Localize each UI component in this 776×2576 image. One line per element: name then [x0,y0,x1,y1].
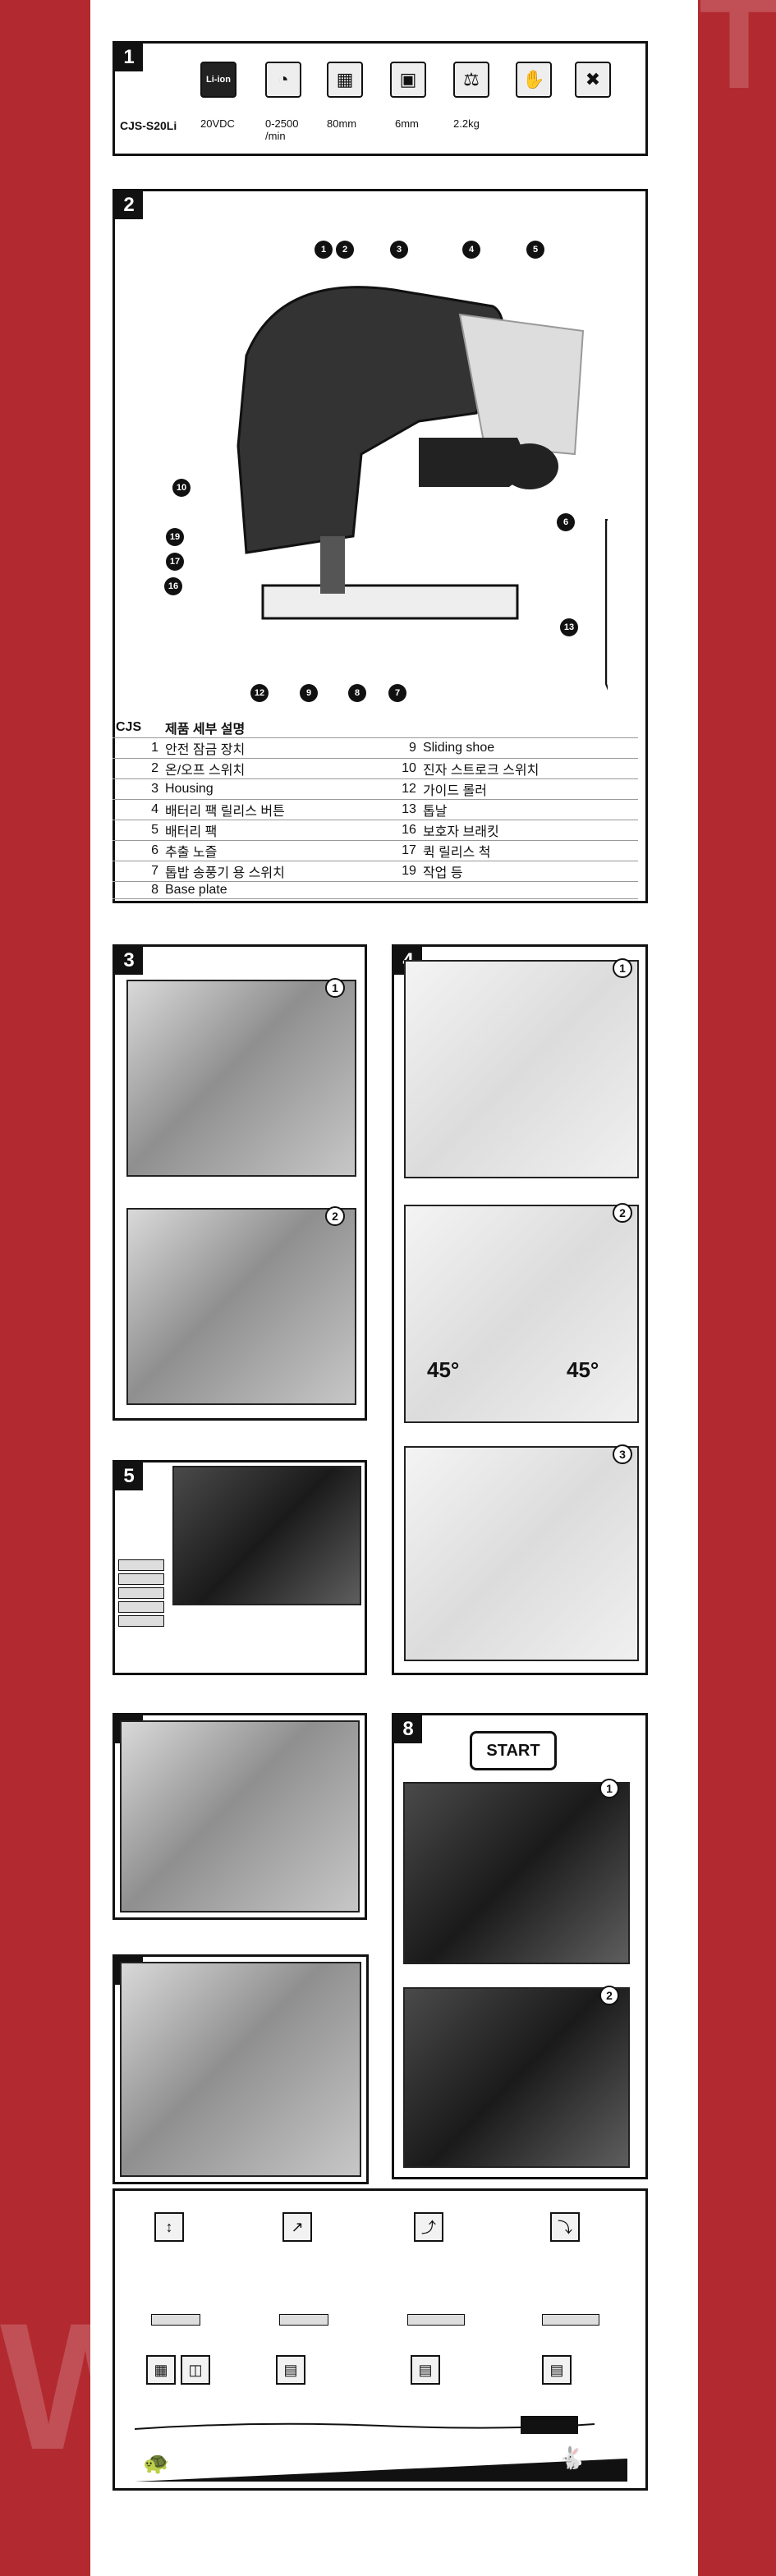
wood-icon: ▦ [327,62,363,98]
model-label: CJS-S20Li [120,119,177,132]
battery-level-strip [118,1587,164,1599]
setting-2-icon: ⤴ [414,2212,443,2242]
panel-specs: 1 CJS-S20Li Li-ion ◔ ▦ ▣ ⚖ ✋ ✖ 20VDC 0-2… [112,41,648,156]
callout-8: 8 [348,684,366,702]
callout-1: 1 [315,241,333,259]
battery-icon: Li-ion [200,62,236,98]
panel-number: 8 [394,1715,422,1743]
blade-strip [151,2314,200,2326]
callout-3: 3 [390,241,408,259]
callout-17: 17 [166,553,184,571]
photo-battery-removal [120,1720,360,1912]
panel-number: 3 [115,947,143,975]
weight-icon: ⚖ [453,62,489,98]
step-circle-1: 1 [325,978,345,998]
photo-trigger-switch [403,1987,630,2168]
step-circle-1: 1 [599,1779,619,1798]
steel-value: 6mm [395,117,419,130]
callout-6: 6 [557,513,575,531]
material-wood-icon: ▤ [542,2355,572,2385]
turtle-icon: 🐢 [143,2450,170,2475]
speed-value: 0-2500 /min [265,117,299,142]
panel-bevel-angle: 4 1 2 45° 45° 3 [392,944,648,1675]
step-circle-1: 1 [613,958,632,978]
material-wood-icon: ▤ [411,2355,440,2385]
material-metal-icon: ▦ [146,2355,176,2385]
setting-3-icon: ⤵ [550,2212,580,2242]
material-plastic-icon: ◫ [181,2355,210,2385]
angle-left-label: 45° [427,1357,460,1382]
callout-10: 10 [172,479,191,497]
callout-19: 19 [166,528,184,546]
battery-level-strip [118,1573,164,1585]
drawing-base-unlock [404,960,639,1178]
weight-value: 2.2kg [453,117,480,130]
panel-pendulum: 7 [112,1954,369,2184]
setting-1-icon: ↗ [282,2212,312,2242]
wood-value: 80mm [327,117,357,130]
speed-scale [135,2416,627,2482]
blade-strip [542,2314,599,2326]
photo-pendulum-switch [120,1962,361,2177]
hand-icon: ✋ [516,62,552,98]
jigsaw-diagram [236,286,608,691]
panel-pendulum-settings: ↕ ↗ ⤴ ⤵ ▦ ◫ ▤ ▤ ▤ 🐢 🐇 [112,2188,648,2491]
battery-level-legend [118,1559,168,1674]
panel-battery-indicator: 5 [112,1460,367,1675]
panel-number: 5 [115,1462,143,1490]
battery-level-strip [118,1601,164,1613]
drawing-base-lock [404,1446,639,1661]
callout-13: 13 [560,618,578,636]
blade-strip [279,2314,328,2326]
angle-right-label: 45° [567,1357,599,1382]
battery-level-strip [118,1615,164,1627]
panel-battery-removal: 6 [112,1713,367,1920]
steel-icon: ▣ [390,62,426,98]
step-circle-2: 2 [325,1206,345,1226]
photo-blade-insert [126,1208,356,1405]
panel-number: 1 [115,44,143,71]
callout-4: 4 [462,241,480,259]
step-circle-2: 2 [599,1986,619,2005]
callout-12: 12 [250,684,269,702]
callout-7: 7 [388,684,406,702]
material-wood-icon: ▤ [276,2355,305,2385]
drawing-bevel-angle [404,1205,639,1423]
voltage-value: 20VDC [200,117,235,130]
callout-2: 2 [336,241,354,259]
photo-safety-lock [403,1782,630,1964]
table-header-desc: 제품 세부 설명 [162,718,387,738]
setting-0-icon: ↕ [154,2212,184,2242]
battery-level-strip [118,1559,164,1571]
step-circle-3: 3 [613,1444,632,1464]
panel-blade-install: 3 1 2 [112,944,367,1421]
recycle-icon: ✖ [575,62,611,98]
rabbit-icon: 🐇 [558,2445,585,2470]
step-circle-2: 2 [613,1203,632,1223]
callout-5: 5 [526,241,544,259]
photo-battery-pack [172,1466,361,1605]
callout-16: 16 [164,577,182,595]
table-row: CJS 제품 세부 설명 [112,718,638,738]
callout-9: 9 [300,684,318,702]
speed-gauge-icon: ◔ [265,62,301,98]
start-label: START [470,1731,557,1770]
photo-blade-clamp [126,980,356,1177]
panel-number: 2 [115,191,143,219]
blade-strip [407,2314,465,2326]
table-header-model: CJS [112,718,162,738]
